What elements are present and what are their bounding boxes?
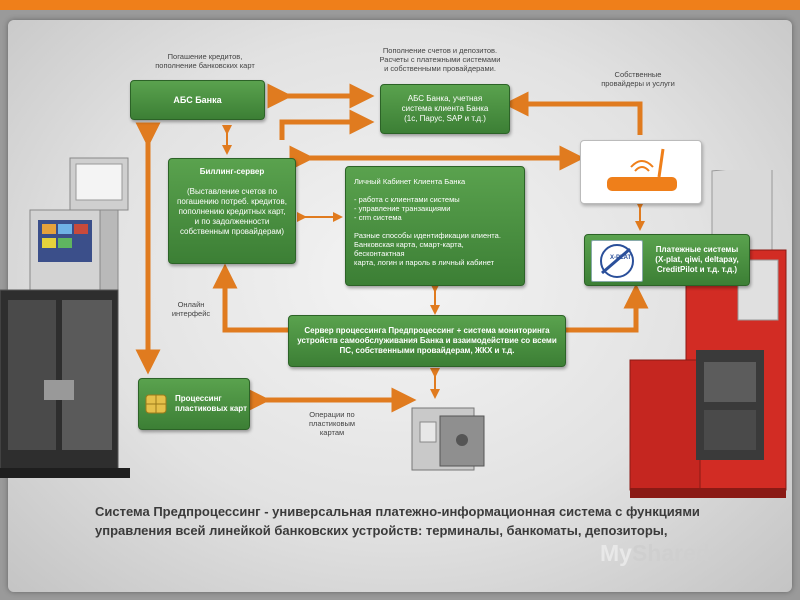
caption-replenishment: Пополнение счетов и депозитов. Расчеты с… bbox=[379, 46, 501, 73]
caption-loan-repayment: Погашение кредитов, пополнение банковски… bbox=[155, 52, 255, 70]
xplat-logo: X-PLAT bbox=[591, 240, 643, 282]
safe-illustration bbox=[411, 407, 485, 471]
xplat-logo-text: X-PLAT bbox=[610, 255, 632, 261]
watermark-shared: Shared bbox=[631, 540, 710, 566]
node-billing-server: Биллинг-сервер (Выставление счетов по по… bbox=[168, 158, 296, 264]
xplat-logo-icon bbox=[600, 244, 634, 278]
caption-online-interface: Онлайн интерфейс bbox=[171, 300, 211, 318]
billing-server-description: (Выставление счетов по погашению потреб.… bbox=[177, 187, 287, 236]
card-processing-label: Процессинг пластиковых карт bbox=[175, 394, 248, 413]
atm-terminal-illustration bbox=[0, 157, 130, 478]
watermark: MyShared bbox=[600, 540, 710, 567]
arrow-billing-to-abs-client bbox=[279, 109, 375, 140]
router-illustration bbox=[580, 140, 702, 204]
payment-systems-label: Платежные системы (X-plat, qiwi, deltapa… bbox=[655, 245, 739, 274]
node-abs-client-label: АБС Банка, учетная система клиента Банка… bbox=[401, 94, 489, 123]
node-abs-client: АБС Банка, учетная система клиента Банка… bbox=[380, 84, 510, 134]
node-abs-bank: АБС Банка bbox=[130, 80, 265, 120]
watermark-my: My bbox=[600, 540, 632, 566]
caption-card-operations: Операции по пластиковым картам bbox=[308, 410, 356, 437]
footer-description: Система Предпроцессинг - универсальная п… bbox=[95, 504, 700, 538]
arrow-server-to-payment-systems bbox=[566, 283, 649, 333]
arrow-server-to-billing bbox=[212, 263, 288, 333]
chip-card-icon bbox=[145, 394, 167, 414]
caption-own-providers: Собственные провайдеры и услуги bbox=[601, 70, 675, 88]
node-processing-server: Сервер процессинга Предпроцессинг + сист… bbox=[288, 315, 566, 367]
router-icon bbox=[607, 148, 677, 191]
arrow-router-to-abs-client bbox=[503, 91, 643, 135]
top-accent-bar bbox=[0, 0, 800, 10]
node-client-cabinet: Личный Кабинет Клиента Банка - работа с … bbox=[345, 166, 525, 286]
processing-server-label: Сервер процессинга Предпроцессинг + сист… bbox=[297, 326, 557, 355]
kiosk-illustration bbox=[629, 170, 787, 498]
client-cabinet-text: Личный Кабинет Клиента Банка - работа с … bbox=[354, 177, 501, 267]
billing-server-title: Биллинг-сервер bbox=[199, 167, 265, 176]
